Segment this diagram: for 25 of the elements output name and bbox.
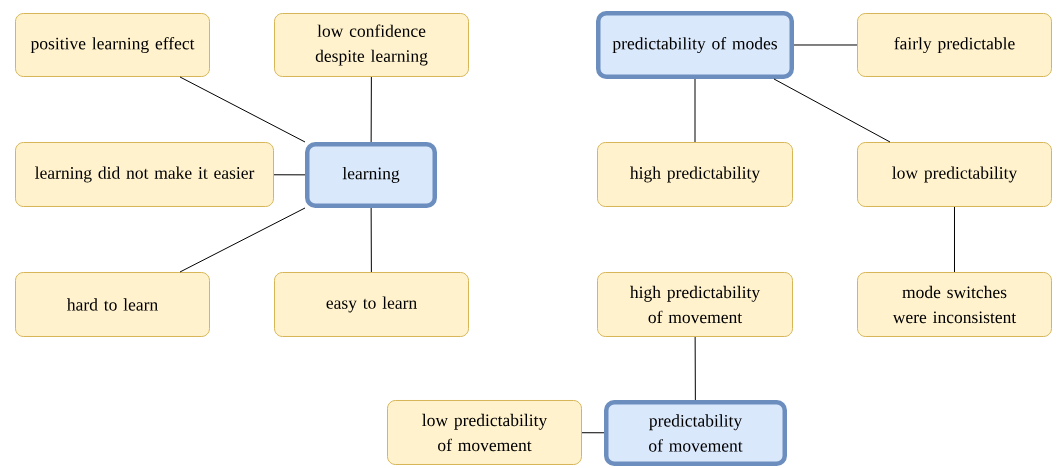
concept-box: high predictability of movement xyxy=(597,272,793,337)
topic-box: predictability of modes xyxy=(596,11,794,79)
connector-line xyxy=(773,78,891,143)
topic-box: learning xyxy=(305,142,437,208)
concept-box: hard to learn xyxy=(15,272,210,337)
concept-box: mode switches were inconsistent xyxy=(857,272,1052,337)
connector-line xyxy=(370,76,372,143)
connector-line xyxy=(694,336,696,401)
connector-line xyxy=(370,207,372,273)
topic-box: predictability of movement xyxy=(604,400,787,466)
concept-box: low predictability of movement xyxy=(387,400,582,465)
concept-box: high predictability xyxy=(597,142,793,207)
connector-line xyxy=(273,174,306,176)
concept-box: easy to learn xyxy=(274,272,469,337)
concept-box: low predictability xyxy=(857,142,1052,207)
connector-line xyxy=(581,432,605,434)
connector-line xyxy=(694,78,696,143)
concept-box: positive learning effect xyxy=(15,13,210,77)
connector-line xyxy=(179,207,306,273)
connector-line xyxy=(793,44,858,46)
concept-box: fairly predictable xyxy=(857,13,1052,77)
concept-box: learning did not make it easier xyxy=(15,142,274,207)
connector-line xyxy=(954,206,955,273)
connector-line xyxy=(179,76,306,143)
concept-box: low confidence despite learning xyxy=(274,13,469,77)
